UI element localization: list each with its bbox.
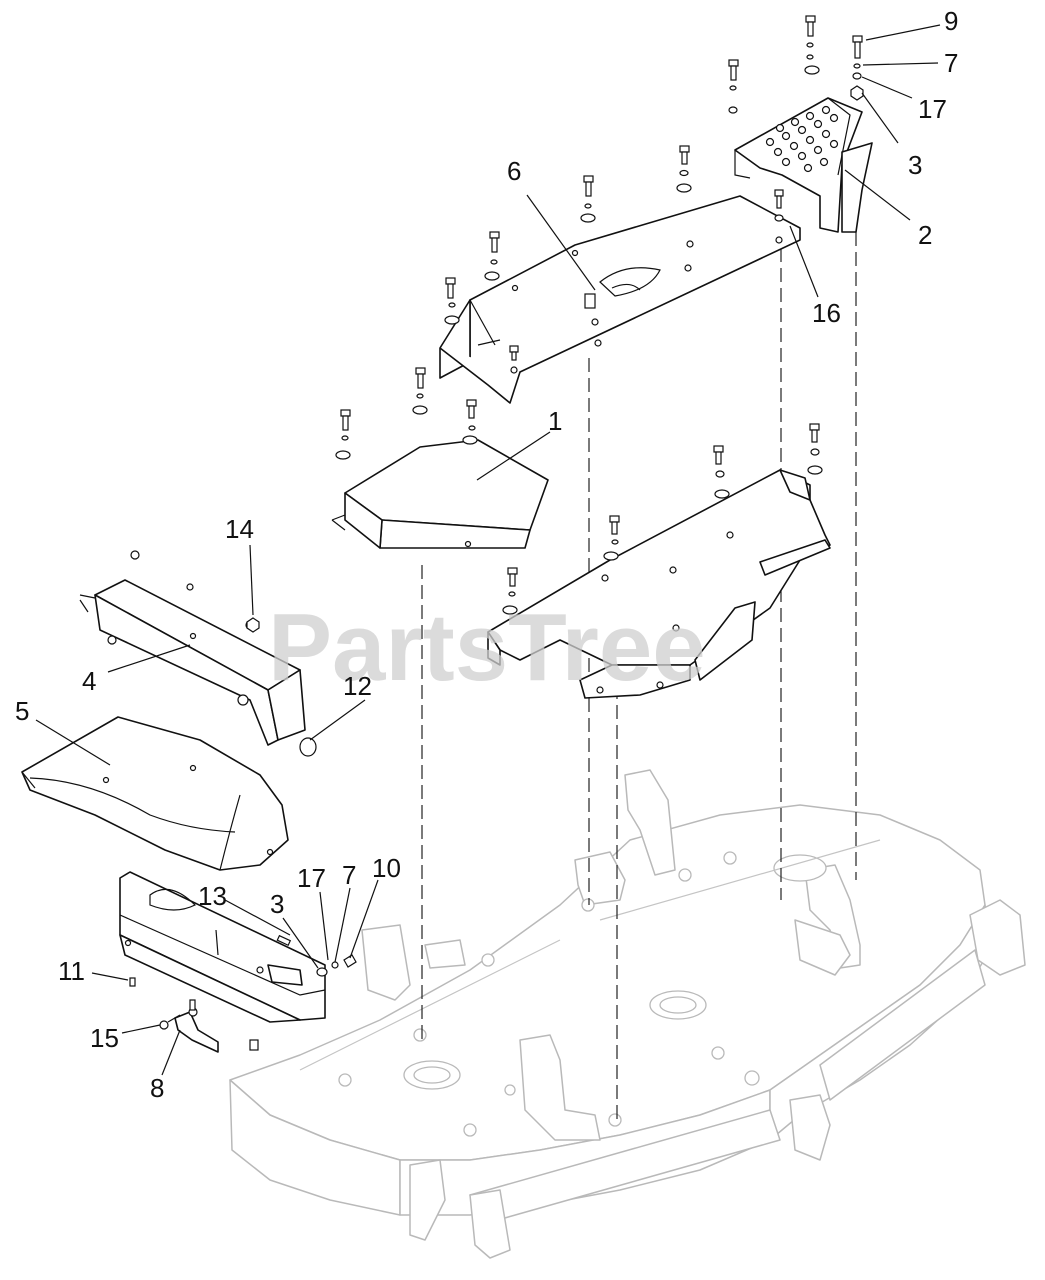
callout-labels: 9 7 17 3 2 6 16 1 14 4 12 5 13 17 3 7 10… <box>15 6 958 1103</box>
callout-13: 13 <box>198 881 227 911</box>
callout-14: 14 <box>225 514 254 544</box>
callout-11: 11 <box>58 956 85 986</box>
watermark: PartsTree <box>268 594 706 701</box>
callout-17-lower: 17 <box>297 863 326 893</box>
part-8-pin-assembly <box>167 1007 219 1053</box>
callout-7-lower: 7 <box>342 860 356 890</box>
callout-7: 7 <box>944 48 958 78</box>
callout-6: 6 <box>507 156 521 186</box>
callout-8: 8 <box>150 1073 164 1103</box>
guard-perforations <box>765 105 839 173</box>
callout-9: 9 <box>944 6 958 36</box>
callout-10: 10 <box>372 853 401 883</box>
callout-5: 5 <box>15 696 29 726</box>
callout-17: 17 <box>918 94 947 124</box>
part-4-channel-bracket <box>79 550 306 746</box>
part-5-shield <box>21 716 289 871</box>
lower-carrier-frame <box>487 469 831 699</box>
callout-15: 15 <box>90 1023 119 1053</box>
leader-lines <box>35 24 941 1076</box>
part-6-cover-plate <box>439 195 801 404</box>
callout-3-lower: 3 <box>270 889 284 919</box>
mower-deck <box>229 769 1026 1259</box>
part-12-knob <box>299 737 317 757</box>
part-13-mount-plate <box>119 871 326 1023</box>
hardware-stack <box>129 15 864 1051</box>
callout-1: 1 <box>548 406 562 436</box>
part-2-perforated-guard <box>734 97 873 233</box>
callout-2: 2 <box>918 220 932 250</box>
callout-16: 16 <box>812 298 841 328</box>
callout-3: 3 <box>908 150 922 180</box>
callout-12: 12 <box>343 671 372 701</box>
callout-4: 4 <box>82 666 96 696</box>
part-1-belt-cover <box>331 439 549 549</box>
